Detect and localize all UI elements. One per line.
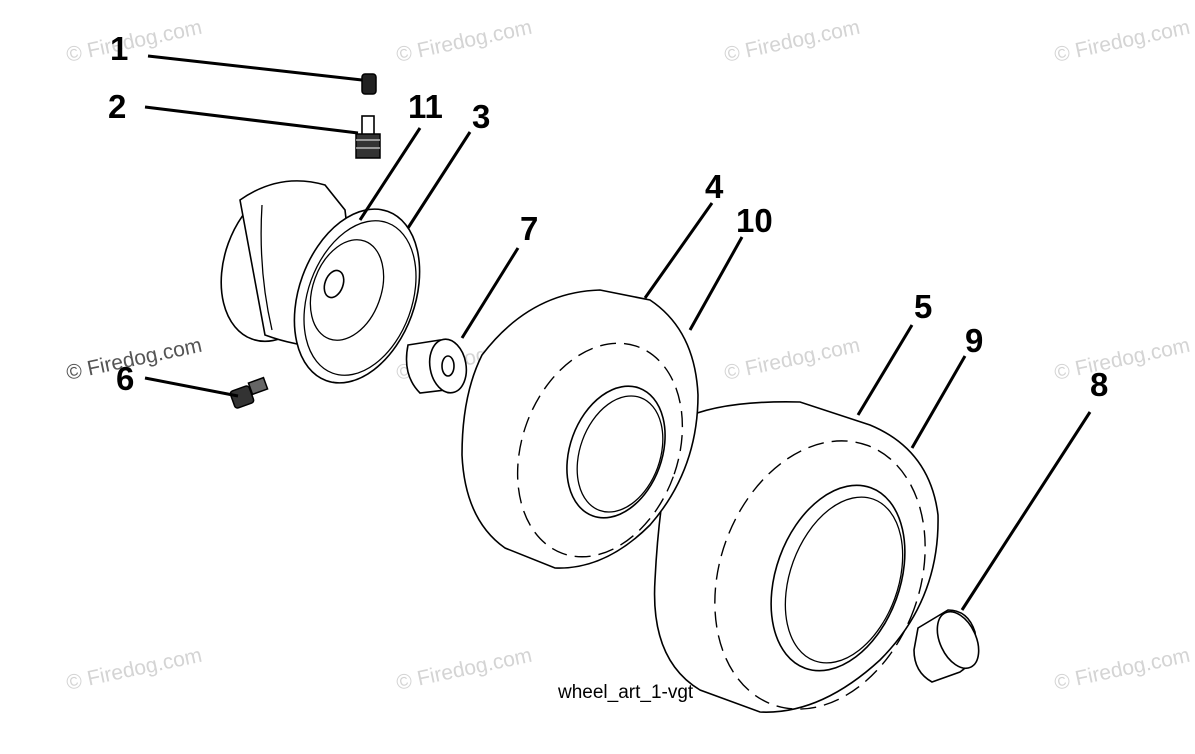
callout-2: 2	[108, 88, 126, 125]
leader-1	[147, 54, 363, 82]
leader-5	[856, 324, 914, 416]
leader-10	[688, 236, 744, 331]
part-7-bushing	[405, 338, 468, 394]
leader-8	[960, 411, 1092, 611]
callout-11: 11	[408, 88, 443, 125]
leader-11	[358, 127, 422, 221]
watermark: © Firedog.com	[1052, 16, 1192, 67]
part-4-tire	[461, 289, 699, 569]
callout-5: 5	[914, 288, 932, 325]
part-3-rim	[220, 180, 421, 384]
callout-7: 7	[520, 210, 538, 247]
callouts: 1 2 11 3 7 4 10 5 9 8 6	[108, 30, 1108, 403]
callout-8: 8	[1090, 366, 1108, 403]
watermark: © Firedog.com	[722, 334, 862, 385]
part-8-cap	[913, 609, 980, 683]
callout-9: 9	[965, 322, 983, 359]
leader-lines	[144, 54, 1092, 611]
watermark: © Firedog.com	[1052, 334, 1192, 385]
callout-4: 4	[705, 168, 724, 205]
part-1-valve-cap	[361, 73, 377, 95]
leader-7	[460, 247, 520, 339]
leader-2	[144, 105, 359, 135]
figure-caption: wheel_art_1-vgt	[557, 682, 694, 703]
leader-6	[144, 376, 239, 398]
leader-9	[910, 355, 967, 449]
watermark: © Firedog.com	[1052, 644, 1192, 695]
watermark: © Firedog.com	[64, 644, 204, 695]
watermark: © Firedog.com	[394, 16, 534, 67]
leader-3	[406, 131, 472, 229]
callout-3: 3	[472, 98, 490, 135]
watermark: © Firedog.com	[394, 644, 534, 695]
callout-10: 10	[736, 202, 773, 239]
part-2-valve-stem	[355, 115, 381, 159]
leader-4	[643, 202, 714, 299]
part-6-grease-fitting	[229, 376, 269, 409]
watermark: © Firedog.com	[722, 16, 862, 67]
callout-1: 1	[110, 30, 128, 67]
callout-6: 6	[116, 360, 134, 397]
part-5-tire	[653, 401, 939, 713]
